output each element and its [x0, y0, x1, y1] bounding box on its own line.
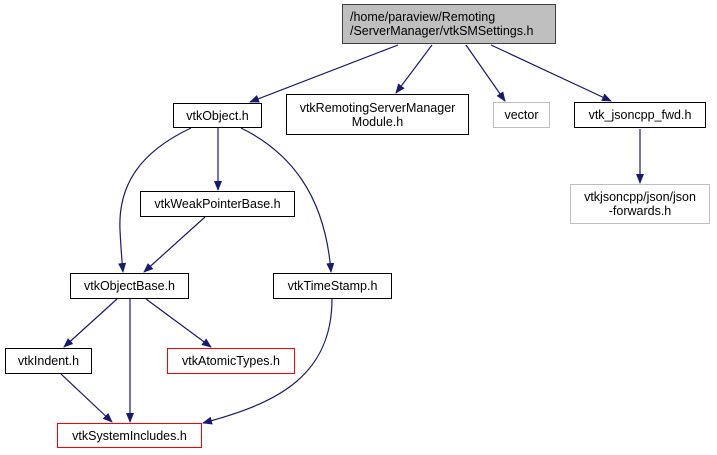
node-vtkatomictypes-h[interactable]: vtkAtomicTypes.h [167, 348, 295, 374]
edge-root-to-vector [465, 44, 506, 102]
edge-indent-to-sysinc [60, 373, 113, 423]
edge-objbase-to-indent [63, 298, 118, 348]
edge-vtkObject-to-timestamp [240, 127, 335, 273]
node-vtkobjectbase-h[interactable]: vtkObjectBase.h [70, 273, 189, 299]
edge-timestamp-to-sysinc [202, 298, 333, 425]
node-vtksystemincludes-h[interactable]: vtkSystemIncludes.h [57, 423, 202, 448]
node-vtk-jsoncpp-fwd-h[interactable]: vtk_jsoncpp_fwd.h [574, 102, 706, 128]
edge-vtkObject-to-objbase [118, 127, 192, 273]
edge-root-to-jsonfwd [490, 44, 612, 102]
node-vtkremotingservermanagermodule-h[interactable]: vtkRemotingServerManager Module.h [286, 94, 469, 135]
node-vtkweakpointerbase-h[interactable]: vtkWeakPointerBase.h [140, 191, 295, 217]
edge-weakptr-to-objbase [143, 216, 206, 273]
edge-root-to-vtkObject [249, 44, 399, 103]
node-vtkindent-h[interactable]: vtkIndent.h [5, 348, 92, 374]
edge-objbase-to-atomic [145, 298, 212, 348]
node-vtkobject-h[interactable]: vtkObject.h [173, 103, 262, 128]
node-json-forwards-h[interactable]: vtkjsoncpp/json/json -forwards.h [570, 184, 710, 224]
edge-root-to-module [395, 44, 433, 94]
node-vector[interactable]: vector [493, 102, 550, 128]
node-vtktimestamp-h[interactable]: vtkTimeStamp.h [273, 273, 392, 299]
node-vtksmsettings-h[interactable]: /home/paraview/Remoting /ServerManager/v… [342, 4, 556, 44]
